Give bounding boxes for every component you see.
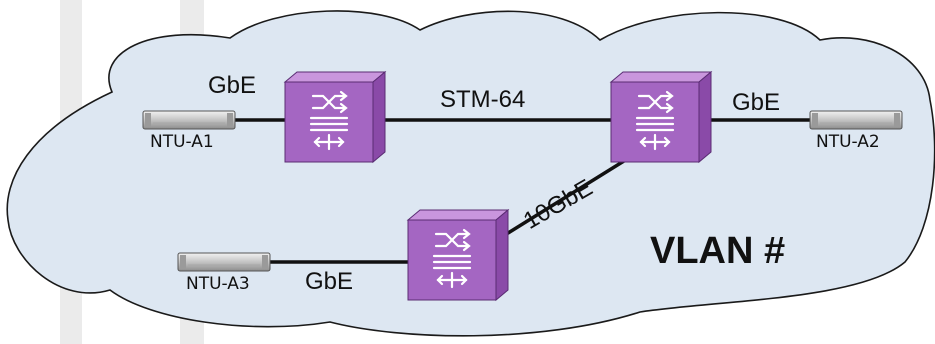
switch-left bbox=[283, 70, 387, 164]
network-label: VLAN # bbox=[650, 230, 786, 272]
link-label-a2: GbE bbox=[732, 89, 781, 116]
device-label-ntu-a2: NTU-A2 bbox=[816, 132, 880, 152]
switch-right bbox=[609, 70, 713, 164]
links bbox=[235, 118, 815, 264]
link-label-a3: GbE bbox=[305, 268, 354, 295]
link-label-a1: GbE bbox=[208, 72, 257, 99]
device-label-ntu-a3: NTU-A3 bbox=[186, 274, 250, 294]
ntu-a2-device bbox=[809, 110, 903, 130]
link-diagonal bbox=[499, 154, 633, 240]
ntu-a3-device bbox=[177, 252, 271, 272]
switch-bottom bbox=[406, 208, 510, 302]
device-label-ntu-a1: NTU-A1 bbox=[150, 132, 214, 152]
link-label-core: STM-64 bbox=[440, 86, 526, 113]
ntu-a1-device bbox=[142, 110, 236, 130]
